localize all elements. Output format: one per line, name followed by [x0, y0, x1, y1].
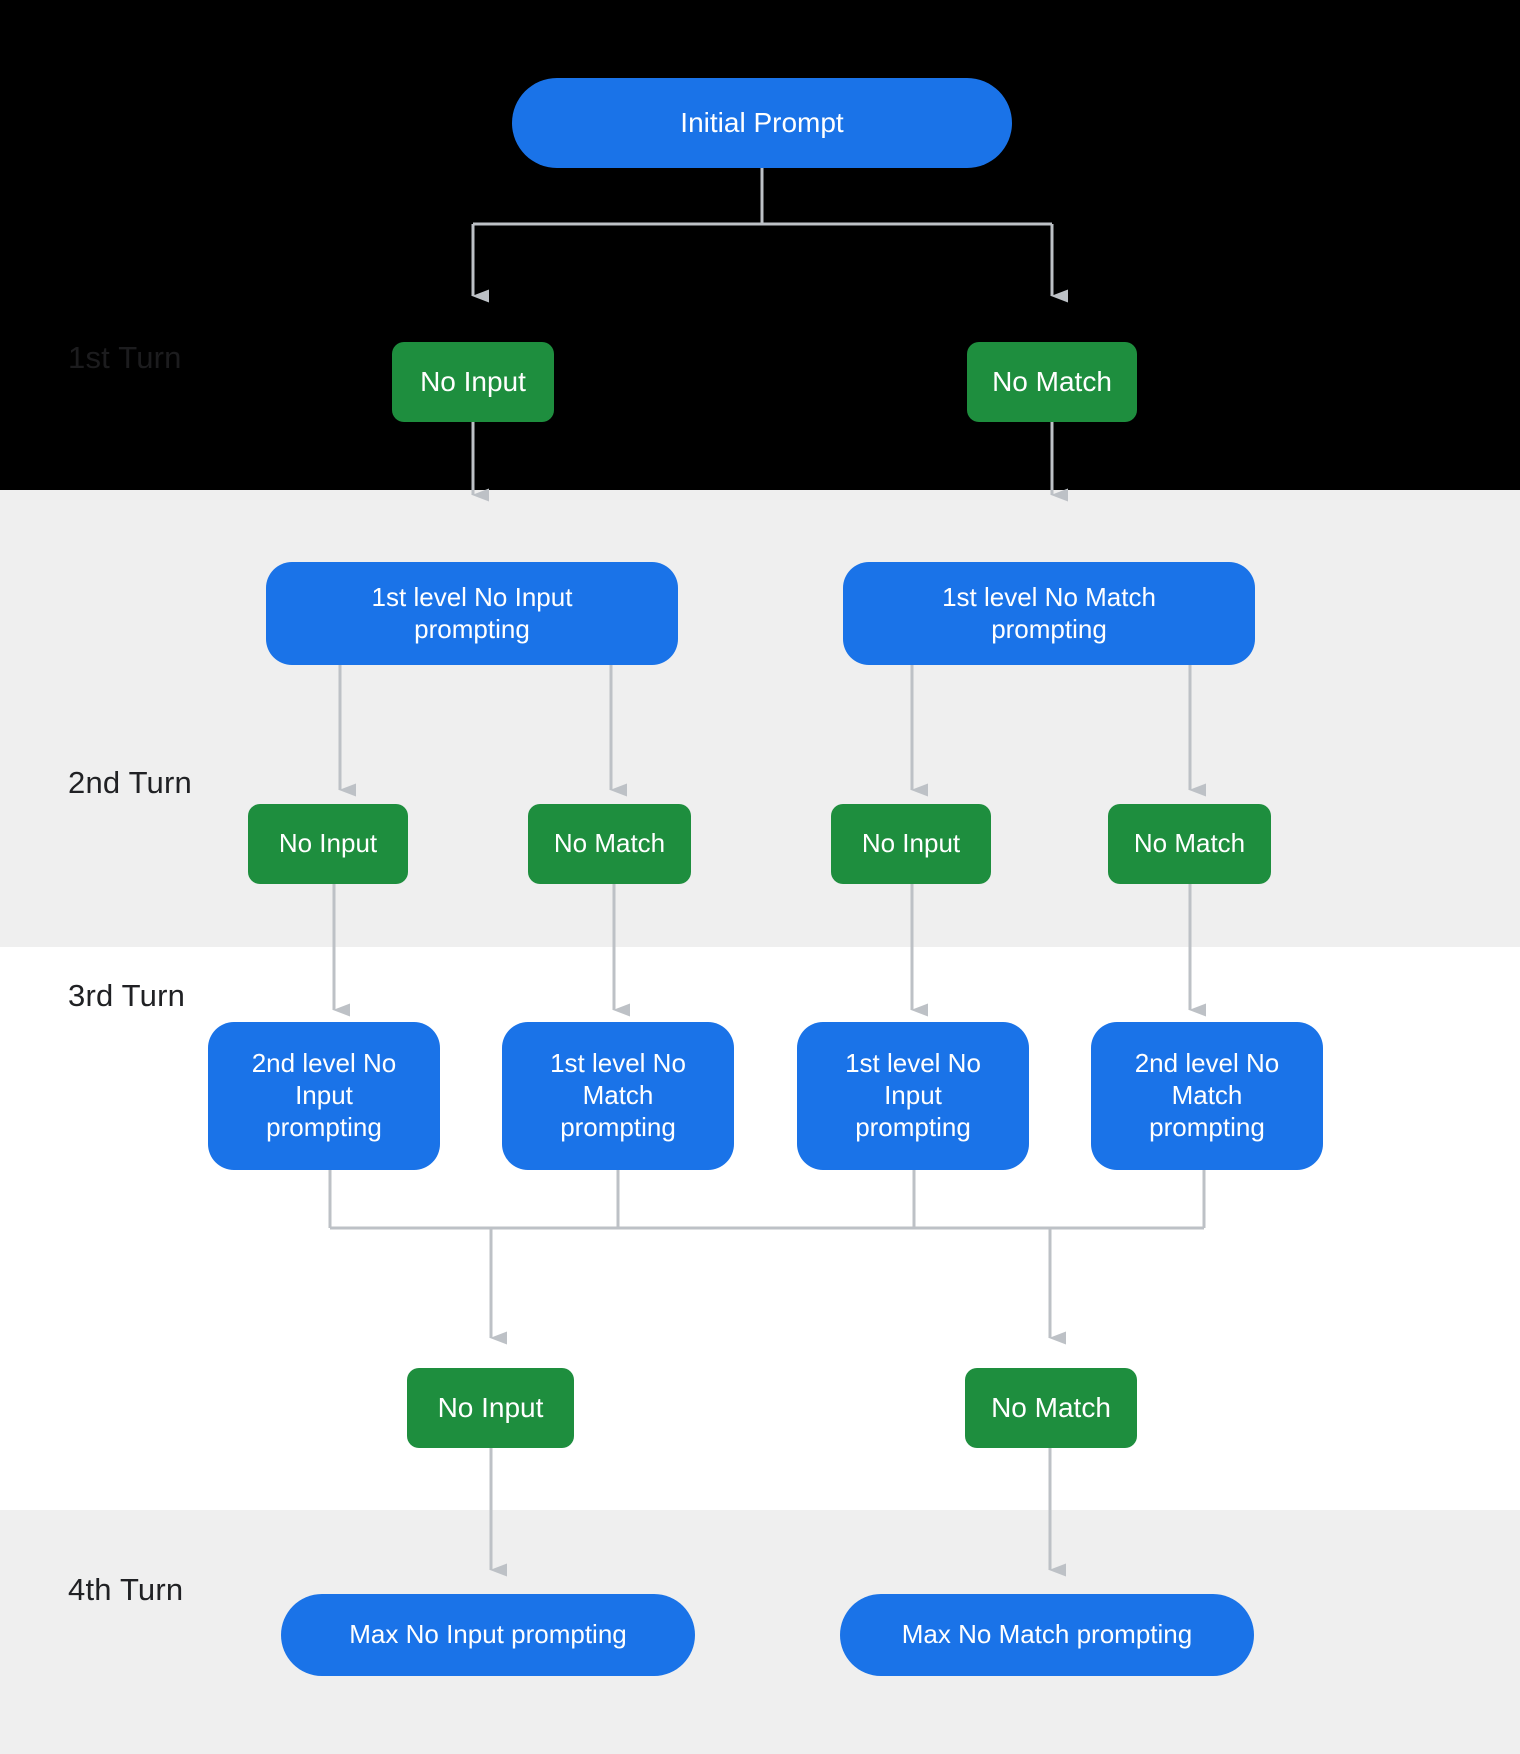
node-turn1-no-match[interactable]: No Match [967, 342, 1137, 422]
node-turn3-prompt-1[interactable]: 2nd level No Input prompting [208, 1022, 440, 1170]
band-4th-turn [0, 1510, 1520, 1754]
node-turn4-max-no-input[interactable]: Max No Input prompting [281, 1594, 695, 1676]
turn-label-4: 4th Turn [68, 1572, 184, 1607]
node-turn2-no-input-b[interactable]: No Input [831, 804, 991, 884]
node-turn2-no-match-a[interactable]: No Match [528, 804, 691, 884]
turn-label-2: 2nd Turn [68, 765, 192, 800]
node-turn3-prompt-4[interactable]: 2nd level No Match prompting [1091, 1022, 1323, 1170]
node-turn3-prompt-2[interactable]: 1st level No Match prompting [502, 1022, 734, 1170]
node-turn1-no-input[interactable]: No Input [392, 342, 554, 422]
turn-label-3: 3rd Turn [68, 978, 186, 1013]
band-1st-turn [0, 0, 1520, 490]
node-turn4-max-no-match[interactable]: Max No Match prompting [840, 1594, 1254, 1676]
node-turn3-prompt-3[interactable]: 1st level No Input prompting [797, 1022, 1029, 1170]
node-turn2-prompt-no-match[interactable]: 1st level No Match prompting [843, 562, 1255, 665]
node-turn2-no-match-b[interactable]: No Match [1108, 804, 1271, 884]
turn-label-1: 1st Turn [68, 340, 182, 375]
band-2nd-turn [0, 490, 1520, 947]
node-turn2-prompt-no-input[interactable]: 1st level No Input prompting [266, 562, 678, 665]
node-turn2-no-input-a[interactable]: No Input [248, 804, 408, 884]
node-initial-prompt[interactable]: Initial Prompt [512, 78, 1012, 168]
node-turn3-no-input[interactable]: No Input [407, 1368, 574, 1448]
node-turn3-no-match[interactable]: No Match [965, 1368, 1137, 1448]
